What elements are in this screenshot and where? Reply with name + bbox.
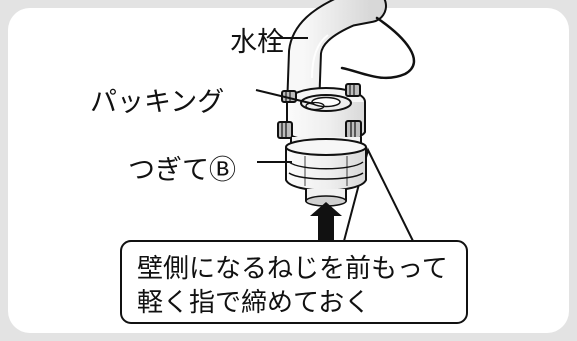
callout-pointer bbox=[343, 147, 414, 242]
faucet-label: 水栓 bbox=[230, 27, 284, 58]
joint-b-label: つぎてⒷ bbox=[128, 155, 236, 186]
joint-b-body bbox=[285, 137, 367, 207]
up-arrow-icon bbox=[310, 202, 342, 241]
callout-text: 壁側になるねじを前もって 軽く指で締めておく bbox=[137, 252, 457, 320]
screw-right bbox=[345, 120, 362, 139]
screw-top-right bbox=[345, 83, 361, 97]
screw-left bbox=[277, 121, 293, 139]
callout-line-2: 軽く指で締めておく bbox=[137, 288, 371, 318]
packing-leader-line bbox=[255, 89, 315, 105]
callout-line-1: 壁側になるねじを前もって bbox=[137, 254, 448, 284]
packing-label: パッキング bbox=[90, 87, 225, 118]
faucet-pipe bbox=[286, 0, 416, 125]
callout-box bbox=[120, 240, 468, 324]
